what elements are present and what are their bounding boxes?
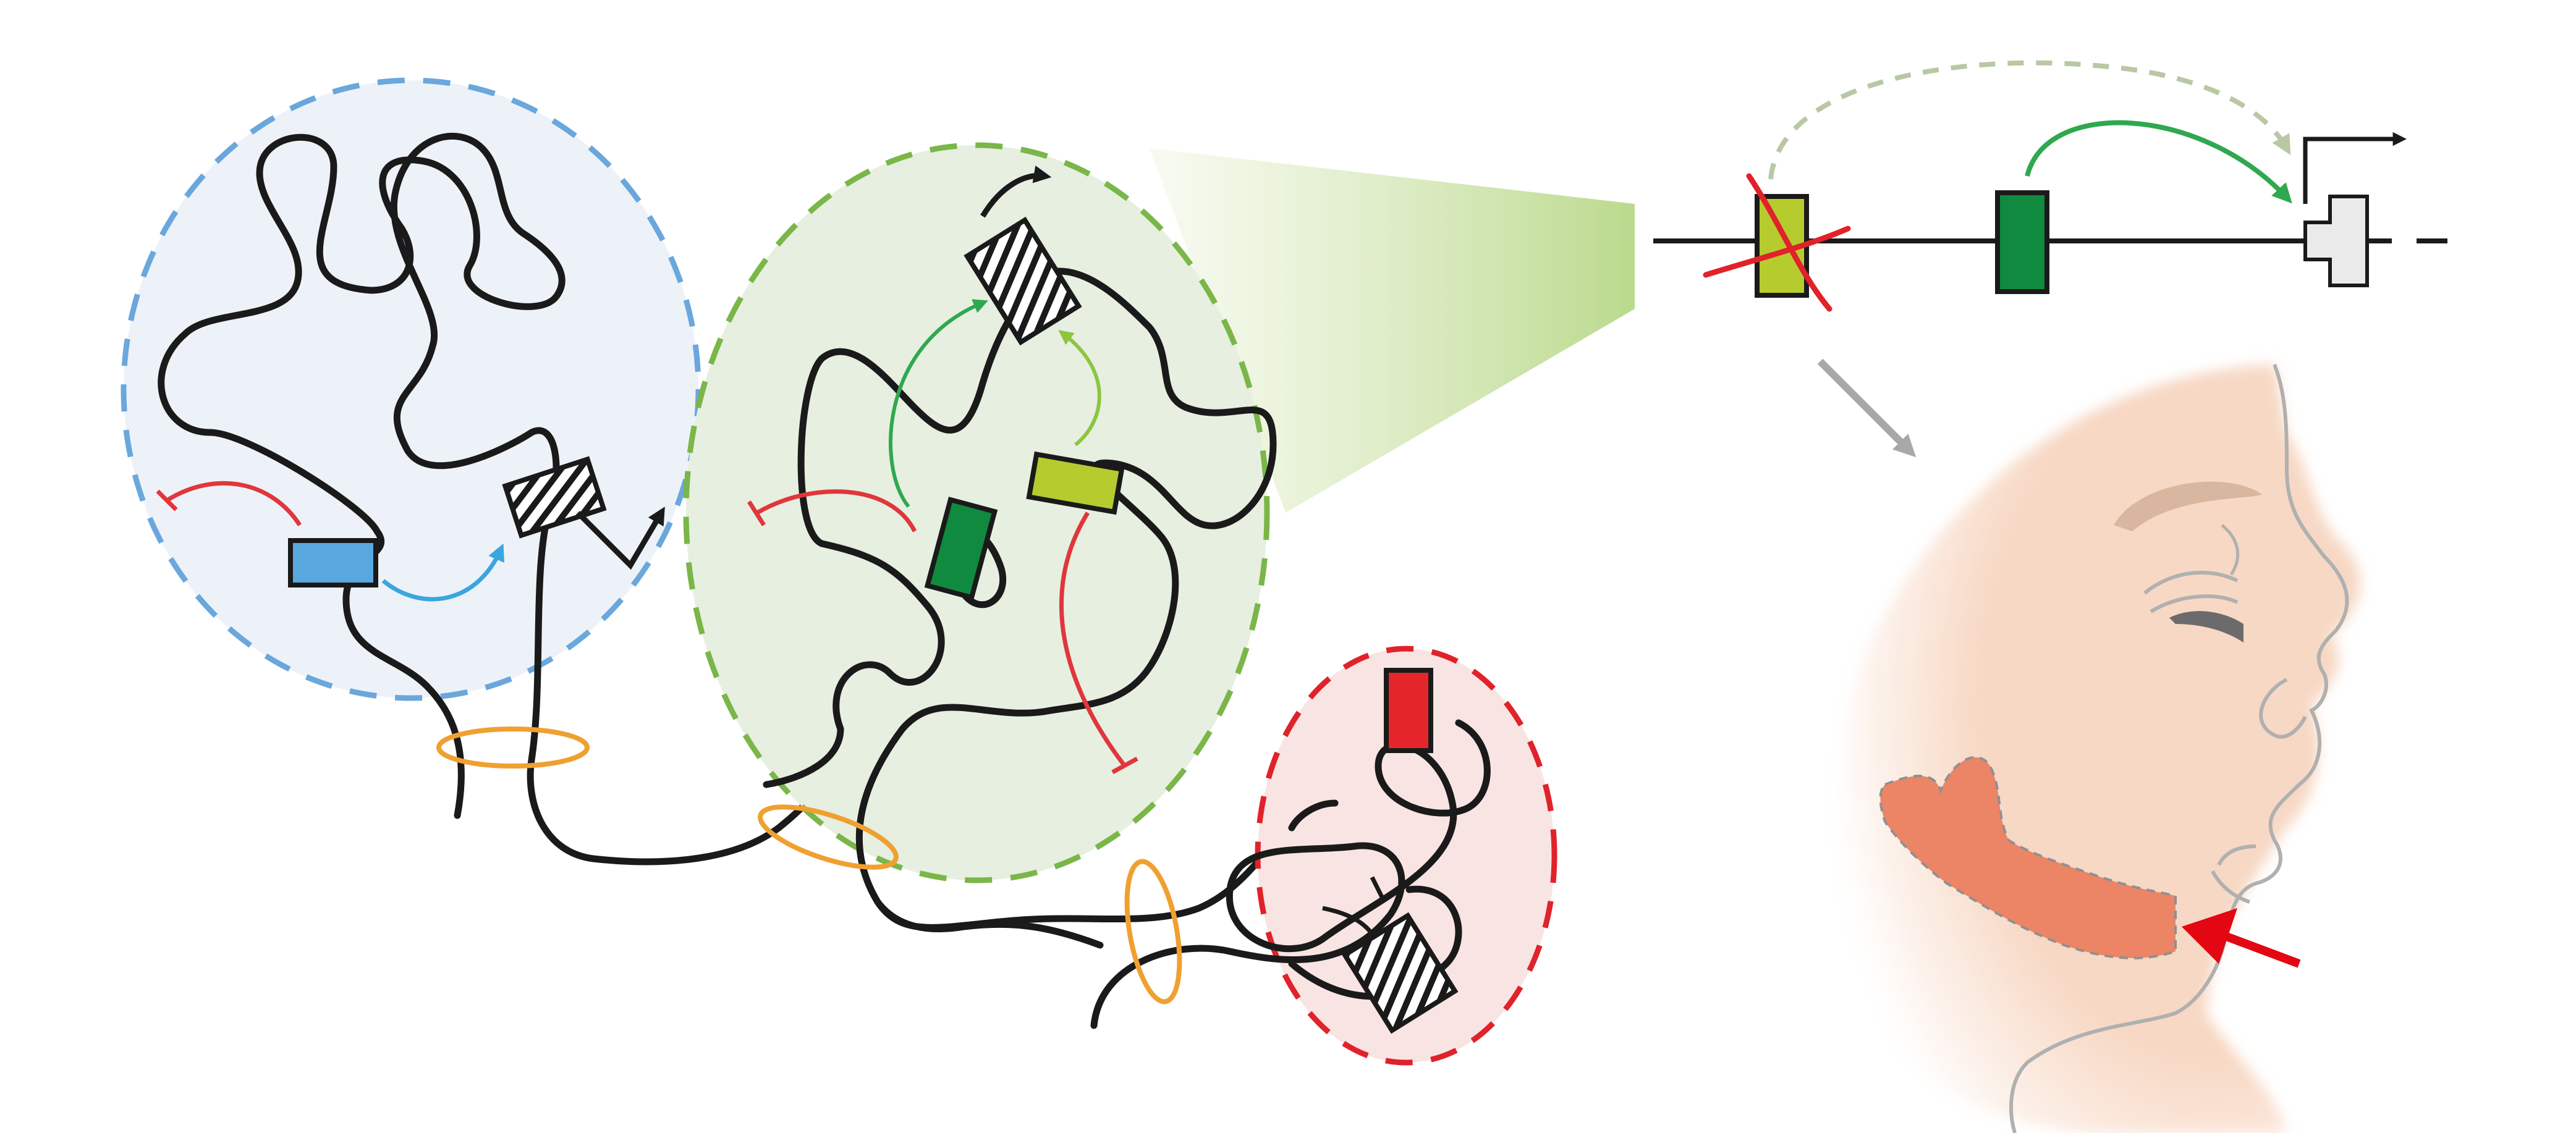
repression-bar-cap xyxy=(747,500,766,526)
green-activation-arrow-locus xyxy=(2025,120,2292,204)
locus-tss-arrow xyxy=(2303,132,2407,204)
red-pointer-arrowhead xyxy=(2182,908,2237,964)
insulator-ring-1 xyxy=(436,727,590,769)
repression-bar-green-right xyxy=(1059,512,1127,768)
activation-arrow-darkgreen xyxy=(889,299,988,508)
deletion-cross-icon xyxy=(1703,173,1851,312)
linker-green-red xyxy=(874,799,1339,949)
green-tss-arrow xyxy=(980,165,1052,218)
face-skin xyxy=(1839,364,2360,1133)
locus-promoter-icon xyxy=(2303,195,2369,287)
pale-dashed-arrow xyxy=(1768,60,2291,180)
activation-arrow-lightgreen xyxy=(1058,330,1101,447)
red-promoter-hatched xyxy=(1341,912,1459,1034)
red-pointer-arrow xyxy=(2223,932,2301,968)
face-phenotype xyxy=(1839,363,2360,1133)
repression-bar-cap xyxy=(156,489,178,512)
insulator-ring-2 xyxy=(758,804,899,870)
face-ear-fold-icon xyxy=(2221,524,2240,576)
face-lip-icon xyxy=(2211,844,2256,904)
blue-enhancer-box xyxy=(288,538,378,588)
activation-arrow-blue xyxy=(381,543,504,602)
face-nose-icon xyxy=(2259,678,2307,739)
green-promoter-hatched xyxy=(964,216,1082,346)
insulator-ring-3 xyxy=(1124,859,1182,1005)
red-domain-chromatin xyxy=(1090,719,1491,1029)
linker-blue-green xyxy=(763,725,844,788)
red-domain xyxy=(1090,646,1557,1066)
dark-green-enhancer-box xyxy=(924,496,998,601)
affected-jaw-region xyxy=(1879,756,2177,959)
green-domain xyxy=(683,142,1295,931)
face-profile-icon xyxy=(2009,363,2349,1133)
red-element-box xyxy=(1384,668,1433,753)
face-eyebrow-icon xyxy=(2114,481,2262,531)
dark-green-enhancer-locus xyxy=(1995,190,2049,294)
repression-bar-green-left xyxy=(756,489,917,533)
blue-tss-arrow xyxy=(575,507,665,570)
repression-bar-blue xyxy=(166,481,302,526)
grey-arrow xyxy=(1817,358,1917,458)
linear-locus xyxy=(1653,60,2447,312)
face-eye-icon xyxy=(2169,611,2243,642)
repression-bar-cap xyxy=(1111,756,1138,775)
repression-bar-cap xyxy=(1370,876,1387,903)
blue-domain xyxy=(121,77,844,866)
blue-domain-chromatin xyxy=(158,132,844,866)
light-green-enhancer-box xyxy=(1026,451,1125,515)
face-eyelid-icon xyxy=(2143,570,2239,613)
